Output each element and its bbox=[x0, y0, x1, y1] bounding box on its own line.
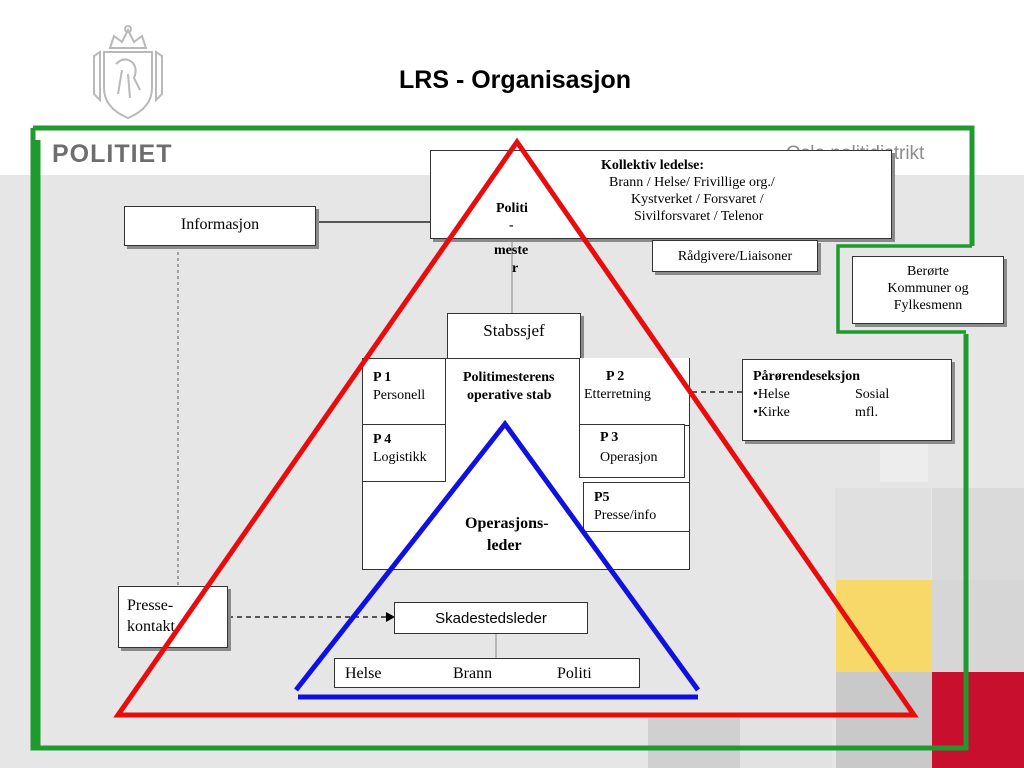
presse-line1: Presse- bbox=[127, 597, 174, 614]
politimester-line4: r bbox=[512, 261, 519, 276]
p3-code: P 3 bbox=[600, 430, 619, 445]
p3-name: Operasjon bbox=[600, 450, 658, 465]
politimester-line2: - bbox=[509, 218, 514, 233]
radgivere-label: Rådgivere/Liaisoner bbox=[677, 249, 793, 264]
skadestedsleder-label: Skadestedsleder bbox=[435, 610, 547, 627]
unit-helse: Helse bbox=[345, 665, 382, 682]
parorende-row1-right: Sosial bbox=[855, 387, 890, 402]
unit-brann: Brann bbox=[453, 665, 493, 682]
p2-code: P 2 bbox=[606, 369, 625, 384]
kollektiv-line2: Kystverket / Forsvaret / bbox=[631, 192, 764, 207]
p1-name: Personell bbox=[373, 388, 426, 403]
bottom-units-box: Helse Brann Politi bbox=[334, 658, 640, 688]
kollektiv-line1: Brann / Helse/ Frivillige org./ bbox=[609, 175, 775, 190]
p5-name: Presse/info bbox=[594, 508, 657, 523]
kollektiv-ledelse-box: Kollektiv ledelse: Brann / Helse/ Frivil… bbox=[430, 150, 892, 239]
berorte-line1: Berørte bbox=[907, 264, 949, 279]
p2-box: P 2 Etterretning bbox=[579, 358, 690, 426]
unit-politi: Politi bbox=[557, 665, 592, 682]
p4-name: Logistikk bbox=[373, 450, 427, 465]
p2-name: Etterretning bbox=[584, 387, 651, 402]
kollektiv-line3: Sivilforsvaret / Telenor bbox=[634, 209, 764, 224]
informasjon-label: Informasjon bbox=[180, 216, 260, 233]
stab-center-line2: operative stab bbox=[467, 388, 552, 403]
p1-code: P 1 bbox=[373, 370, 392, 385]
stabssjef-box: Stabssjef bbox=[447, 313, 581, 361]
p5-box: P5 Presse/info bbox=[583, 482, 690, 532]
skadestedsleder-box: Skadestedsleder bbox=[394, 602, 588, 634]
informasjon-box: Informasjon bbox=[124, 206, 316, 246]
parorende-row2-right: mfl. bbox=[855, 405, 878, 420]
operasjonsleder-line2: leder bbox=[487, 537, 522, 554]
p4-box: P 4 Logistikk bbox=[362, 424, 446, 482]
stab-center-line1: Politimesterens bbox=[463, 370, 555, 385]
berorte-line3: Fylkesmenn bbox=[893, 298, 963, 313]
parorende-box: Pårørendeseksjon •Helse Sosial •Kirke mf… bbox=[742, 359, 952, 441]
politimester-line3: meste bbox=[494, 243, 529, 258]
parorende-heading: Pårørendeseksjon bbox=[753, 369, 861, 384]
parorende-row1-left: •Helse bbox=[753, 387, 790, 402]
operasjonsleder-line1: Operasjons- bbox=[465, 515, 549, 532]
p4-code: P 4 bbox=[373, 432, 392, 447]
coat-of-arms-icon bbox=[93, 25, 163, 120]
berorte-box: Berørte Kommuner og Fylkesmenn bbox=[852, 256, 1004, 324]
berorte-line2: Kommuner og bbox=[887, 281, 969, 296]
page-title: LRS - Organisasjon bbox=[399, 66, 631, 94]
presse-kontakt-box: Presse- kontakt bbox=[118, 586, 228, 648]
p3-box: P 3 Operasjon bbox=[579, 424, 685, 478]
parorende-row2-left: •Kirke bbox=[753, 405, 790, 420]
p5-code: P5 bbox=[594, 490, 610, 505]
politimester-line1: Politi bbox=[496, 201, 528, 216]
radgivere-box: Rådgivere/Liaisoner bbox=[652, 240, 818, 272]
stabssjef-label: Stabssjef bbox=[483, 321, 545, 340]
presse-line2: kontakt bbox=[127, 618, 175, 635]
p1-box: P 1 Personell bbox=[362, 358, 446, 426]
kollektiv-heading: Kollektiv ledelse: bbox=[601, 158, 705, 173]
